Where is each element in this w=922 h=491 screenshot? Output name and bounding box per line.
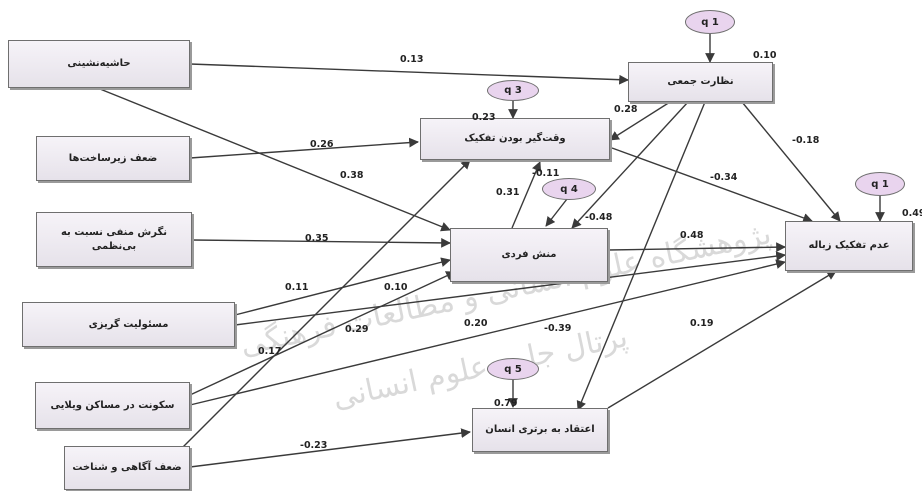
path-superiority-outcome [607, 270, 837, 409]
coef-villa-individual: 0.29 [345, 324, 369, 335]
error-circle-superiority[interactable]: q 5 [487, 358, 539, 380]
error-circle-supervision[interactable]: q 1 [685, 10, 735, 34]
coef-individual-outcome: 0.48 [680, 230, 704, 241]
coef-attitude-individual: 0.35 [305, 233, 329, 244]
error-circle-individual[interactable]: q 4 [542, 178, 596, 200]
coef-infrastructure-time: 0.26 [310, 139, 334, 150]
path-villa-individual [189, 271, 456, 396]
node-time-consuming[interactable]: وقت‌گیر بودن تفکیک [420, 118, 610, 160]
coef-time-outcome: -0.34 [710, 172, 738, 183]
node-marginalization[interactable]: حاشیه‌نشینی [8, 40, 190, 88]
coef-supervision-r2: 0.10 [753, 50, 777, 61]
path-time-outcome [611, 147, 813, 223]
coef-awareness-time: 0.31 [496, 187, 520, 198]
path-individual-time [511, 161, 542, 229]
path-supervision-time [609, 101, 671, 141]
node-non-separation[interactable]: عدم تفکیک زباله [785, 221, 913, 271]
coef-superiority-r2: 0.79 [494, 398, 518, 409]
path-supervision-superiority [576, 101, 706, 411]
coef-evasion-outcome: 0.10 [384, 282, 408, 293]
coef-evasion-individual: 0.11 [285, 282, 309, 293]
path-marginalization-individual [94, 86, 451, 232]
coef-time-r2: 0.23 [472, 112, 496, 123]
node-responsibility-evasion[interactable]: مسئولیت گریزی [22, 302, 235, 347]
path-supervision-individual [571, 101, 689, 229]
coef-individual-time: -0.11 [532, 168, 560, 179]
coef-awareness-superiority: -0.23 [300, 440, 328, 451]
coef-outcome-r2: 0.49 [902, 208, 922, 219]
node-individual-disposition[interactable]: منش فردی [450, 228, 608, 282]
path-attitude-individual [191, 237, 451, 248]
coef-awareness-individual: 0.17 [258, 346, 282, 357]
coef-supervision-individual: -0.48 [585, 212, 613, 223]
coef-marginalization-supervision: 0.13 [400, 54, 424, 65]
path-villa-outcome [189, 259, 786, 406]
path-awareness-time [174, 159, 471, 456]
path-individual-outcome [607, 242, 786, 253]
coef-supervision-outcome: -0.18 [792, 135, 820, 146]
path-supervision-outcome [741, 101, 841, 222]
coef-superiority-outcome: 0.19 [690, 318, 714, 329]
node-weak-infrastructure[interactable]: ضعف زیرساخت‌ها [36, 136, 190, 181]
node-human-superiority[interactable]: اعتقاد به برتری انسان [472, 408, 608, 452]
path-awareness-superiority [189, 428, 471, 468]
node-collective-supervision[interactable]: نظارت جمعی [628, 62, 773, 102]
node-negative-attitude[interactable]: نگرش منفی نسبت به بی‌نظمی [36, 212, 192, 267]
path-error-individual [545, 198, 568, 227]
path-marginalization-supervision [189, 63, 629, 85]
coef-supervision-superiority: -0.39 [544, 323, 572, 334]
error-circle-time[interactable]: q 3 [487, 80, 539, 101]
path-infrastructure-time [189, 137, 419, 159]
error-circle-outcome[interactable]: q 1 [855, 172, 905, 196]
path-evasion-outcome [234, 251, 786, 326]
coef-villa-outcome: 0.20 [464, 318, 488, 329]
node-villa-residence[interactable]: سکونت در مساکن ویلایی [35, 382, 190, 429]
node-weak-awareness[interactable]: ضعف آگاهی و شناخت [64, 446, 190, 490]
coef-marginalization-individual: 0.38 [340, 170, 364, 181]
coef-supervision-time: 0.28 [614, 104, 638, 115]
